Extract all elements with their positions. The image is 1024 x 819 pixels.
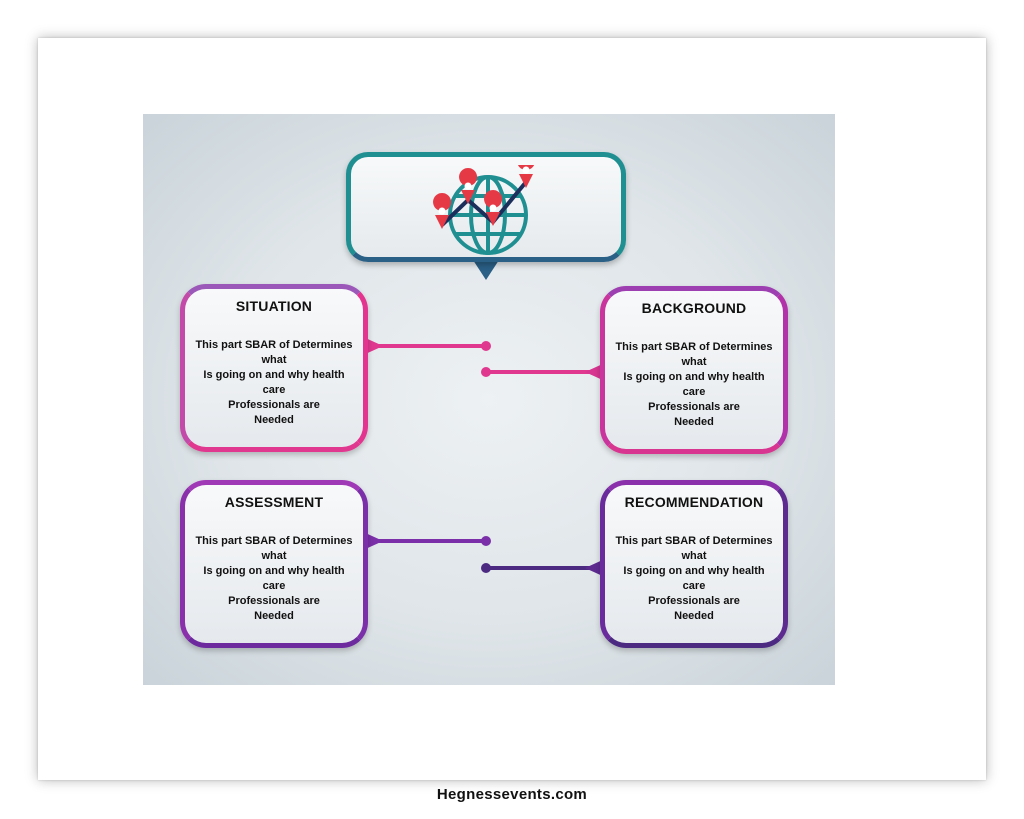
map-pin-icon: [484, 190, 503, 226]
card-line: This part SBAR of Determines: [615, 341, 773, 353]
card-body: This part SBAR of Determines what Is goi…: [193, 534, 355, 624]
card-line: care: [262, 580, 286, 592]
card-line: Professionals are: [648, 401, 740, 413]
card-line: care: [682, 580, 706, 592]
card-line: This part SBAR of Determines: [195, 535, 353, 547]
card-body: This part SBAR of Determines what Is goi…: [193, 338, 355, 428]
card-line: care: [682, 386, 706, 398]
card-line: Professionals are: [648, 595, 740, 607]
card-line: Is going on and why health: [623, 371, 765, 383]
site-watermark: Hegnessevents.com: [436, 786, 588, 803]
card-line: care: [262, 384, 286, 396]
globe-with-map-pins-trend-icon: [433, 165, 535, 255]
card-background: BACKGROUND This part SBAR of Determines …: [600, 286, 788, 454]
card-line: This part SBAR of Determines: [615, 535, 773, 547]
sbar-diagram: SITUATION This part SBAR of Determines w…: [143, 114, 835, 685]
card-line: what: [261, 354, 287, 366]
card-recommendation: RECOMMENDATION This part SBAR of Determi…: [600, 480, 788, 648]
card-title: ASSESSMENT: [224, 494, 324, 510]
card-title: SITUATION: [235, 298, 313, 314]
card-line: what: [261, 550, 287, 562]
header-callout: [346, 152, 626, 262]
card-situation: SITUATION This part SBAR of Determines w…: [180, 284, 368, 452]
map-pin-icon: [518, 165, 535, 188]
header-pointer: [473, 260, 499, 280]
card-line: what: [681, 356, 707, 368]
card-line: Needed: [674, 610, 714, 622]
card-line: Needed: [254, 414, 294, 426]
card-line: Is going on and why health: [623, 565, 765, 577]
card-title: BACKGROUND: [641, 300, 747, 316]
map-pin-icon: [459, 168, 478, 204]
card-title: RECOMMENDATION: [624, 494, 764, 510]
card-line: This part SBAR of Determines: [195, 339, 353, 351]
card-line: Professionals are: [228, 595, 320, 607]
card-body: This part SBAR of Determines what Is goi…: [613, 534, 775, 624]
card-line: Is going on and why health: [203, 369, 345, 381]
card-body: This part SBAR of Determines what Is goi…: [613, 340, 775, 430]
card-line: Professionals are: [228, 399, 320, 411]
card-assessment: ASSESSMENT This part SBAR of Determines …: [180, 480, 368, 648]
card-line: Needed: [674, 416, 714, 428]
card-line: Needed: [254, 610, 294, 622]
map-pin-icon: [433, 193, 452, 229]
card-line: what: [681, 550, 707, 562]
card-line: Is going on and why health: [203, 565, 345, 577]
